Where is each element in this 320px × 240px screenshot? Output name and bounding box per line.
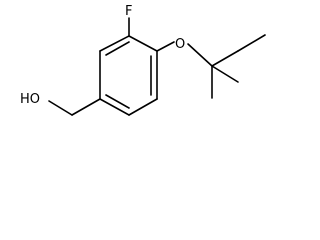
ring-double-bond-inner-lower-left (105, 94, 130, 109)
ring-double-bond-inner-upper-left (105, 41, 130, 56)
bond-ring-oxygen (156, 41, 175, 52)
bond-quaternary-methyl-right (211, 65, 239, 83)
bond-quaternary-to-ethyl-ch2 (211, 50, 239, 67)
ring-bond-c1-c2 (128, 35, 158, 52)
hydroxyl-group-label: HO (20, 92, 40, 107)
bond-ch2-hydroxyl (48, 100, 73, 116)
ring-bond-c3-c4 (128, 98, 158, 116)
molecular-structure-diagram: F O HO (20, 4, 266, 116)
ring-bond-c4-c5 (99, 98, 130, 116)
bond-ethyl-ch2-ch3 (237, 34, 266, 52)
fluorine-atom-label: F (125, 4, 132, 19)
benzene-ring (99, 35, 158, 116)
oxygen-atom-label: O (175, 37, 185, 52)
bond-ring-ch2 (71, 98, 101, 116)
bond-oxygen-quaternary-carbon (187, 43, 213, 67)
ring-bond-c6-c1 (99, 35, 130, 52)
